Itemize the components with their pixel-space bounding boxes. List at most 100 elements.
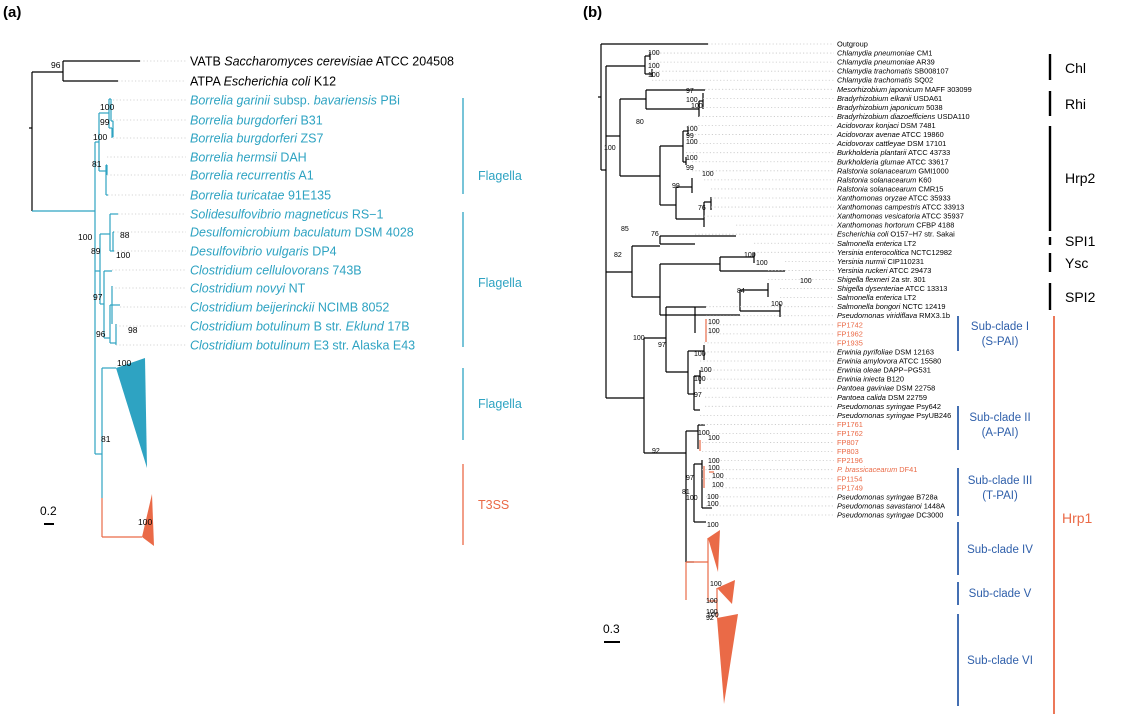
group-label: Hrp2 [1065,170,1096,186]
taxon-label: FP803 [837,447,859,456]
bootstrap-value: 97 [686,475,694,482]
bootstrap-value: 100 [707,612,719,619]
bootstrap-value: 99 [672,183,680,190]
collapsed-clade [708,530,720,572]
bootstrap-value: 97 [93,292,103,302]
taxon-label: Borrelia hermsii DAH [190,151,307,165]
group-label: Rhi [1065,96,1086,112]
bootstrap-value: 100 [100,102,114,112]
bootstrap-value: 100 [686,126,698,133]
scale-label: 0.3 [603,622,620,636]
taxon-label: Desulfovibrio vulgaris DP4 [190,245,337,259]
group-label: Flagella [478,276,522,290]
taxon-label: ATPA Escherichia coli K12 [190,75,336,89]
bootstrap-value: 97 [658,342,666,349]
taxon-label: Borrelia garinii subsp. bavariensis PBi [190,94,400,108]
scale-label: 0.2 [40,504,57,518]
panel-a-scale-bar: 0.2 [40,504,57,525]
taxon-label: Yersinia enterocolitica NCTC12982 [837,248,952,257]
panel-b: (b) [583,4,1096,714]
taxon-label: FP1762 [837,429,863,438]
taxon-label: Ralstonia solanacearum K60 [837,175,932,184]
taxon-label: Acidovorax cattleyae DSM 17101 [836,139,946,148]
bootstrap-value: 92 [652,448,660,455]
panel-a-group-labels: Flagella Flagella Flagella T3SS [478,169,522,512]
taxon-label: Erwinia pyrifoliae DSM 12163 [837,347,934,356]
group-label: SPI2 [1065,289,1096,305]
bootstrap-value: 97 [686,88,694,95]
taxon-label: Xanthomonas oryzae ATCC 35933 [836,193,951,202]
subclade-sub: (S-PAI) [982,336,1019,348]
taxon-label: Pseudomonas syringae PsyUB246 [837,411,951,420]
collapsed-clade [717,580,735,604]
bootstrap-value: 100 [648,63,660,70]
taxon-label: Clostridium novyi NT [190,282,306,296]
bootstrap-value: 100 [604,145,616,152]
taxon-label: Yersinia nurmii CIP110231 [837,257,924,266]
subclade-label: Sub-clade IV [967,544,1033,556]
panel-b-leaders [650,43,834,516]
bootstrap-value: 100 [93,132,107,142]
bootstrap-value: 100 [686,155,698,162]
bootstrap-value: 100 [633,335,645,342]
taxon-label: FP1935 [837,338,863,347]
bootstrap-value: 99 [100,117,110,127]
bootstrap-value: 100 [78,232,92,242]
bootstrap-value: 97 [694,392,702,399]
bootstrap-value: 100 [756,260,768,267]
bootstrap-value: 100 [694,376,706,383]
panel-b-scale-bar: 0.3 [603,622,620,643]
bootstrap-value: 100 [648,72,660,79]
taxon-label: Outgroup [837,40,868,49]
bootstrap-value: 100 [707,501,719,508]
bootstrap-value: 81 [101,434,111,444]
bootstrap-value: 100 [686,97,698,104]
bootstrap-value: 100 [707,494,719,501]
taxon-label: Ralstonia solanacearum GMI1000 [837,166,949,175]
bootstrap-value: 100 [744,252,756,259]
bootstrap-value: 100 [694,351,706,358]
taxon-label: Borrelia recurrentis A1 [190,169,314,183]
bootstrap-value: 100 [708,319,720,326]
taxon-label: Clostridium botulinum E3 str. Alaska E43 [190,339,415,353]
taxon-label: Erwinia amylovora ATCC 15580 [837,357,941,366]
bootstrap-value: 76 [651,231,659,238]
panel-b-group-labels: Chl Rhi Hrp2 SPI1 Ysc SPI2 Sub-clade I (… [967,60,1095,667]
bootstrap-value: 98 [128,325,138,335]
panel-a-tree [29,60,154,546]
subclade-label: Sub-clade VI [967,655,1033,667]
taxon-label: FP1761 [837,420,863,429]
subclade-label: Sub-clade V [969,588,1032,600]
taxon-label: Clostridium botulinum B str. Eklund 17B [190,320,410,334]
bootstrap-value: 100 [702,171,714,178]
taxon-label: Erwinia iniecta B120 [837,375,904,384]
bootstrap-value: 100 [117,358,131,368]
bootstrap-value: 100 [707,522,719,529]
group-label: Chl [1065,60,1086,76]
taxon-label: Clostridium beijerinckii NCIMB 8052 [190,301,389,315]
taxon-label: Salmonella bongori NCTC 12419 [837,302,945,311]
taxon-label: Burkholderia glumae ATCC 33617 [837,157,949,166]
bootstrap-value: 100 [686,495,698,502]
taxon-label: Chlamydia trachomatis SQ02 [837,76,933,85]
taxon-label: Burkholderia plantarii ATCC 43733 [837,148,950,157]
panel-a: (a) [3,4,522,546]
group-label: Hrp1 [1062,510,1093,526]
taxon-label: Pantoea gaviniae DSM 22758 [837,384,935,393]
taxon-label: Salmonella enterica LT2 [837,239,916,248]
group-label: SPI1 [1065,233,1096,249]
taxon-label: Shigella flexneri 2a str. 301 [837,275,926,284]
taxon-label: Chlamydia pneumoniae AR39 [837,58,935,67]
panel-a-label: (a) [3,4,21,21]
bootstrap-value: 100 [708,458,720,465]
bootstrap-value: 100 [706,598,718,605]
bootstrap-value: 100 [648,50,660,57]
taxon-label: Bradyrhizobium diazoefficiens USDA110 [837,112,970,121]
panel-a-taxa: VATB Saccharomyces cerevisiae ATCC 20450… [190,55,454,353]
bootstrap-value: 100 [700,367,712,374]
taxon-label: Acidovorax avenae ATCC 19860 [836,130,944,139]
bootstrap-value: 81 [682,489,690,496]
bootstrap-value: 100 [708,328,720,335]
taxon-label: FP1742 [837,320,863,329]
